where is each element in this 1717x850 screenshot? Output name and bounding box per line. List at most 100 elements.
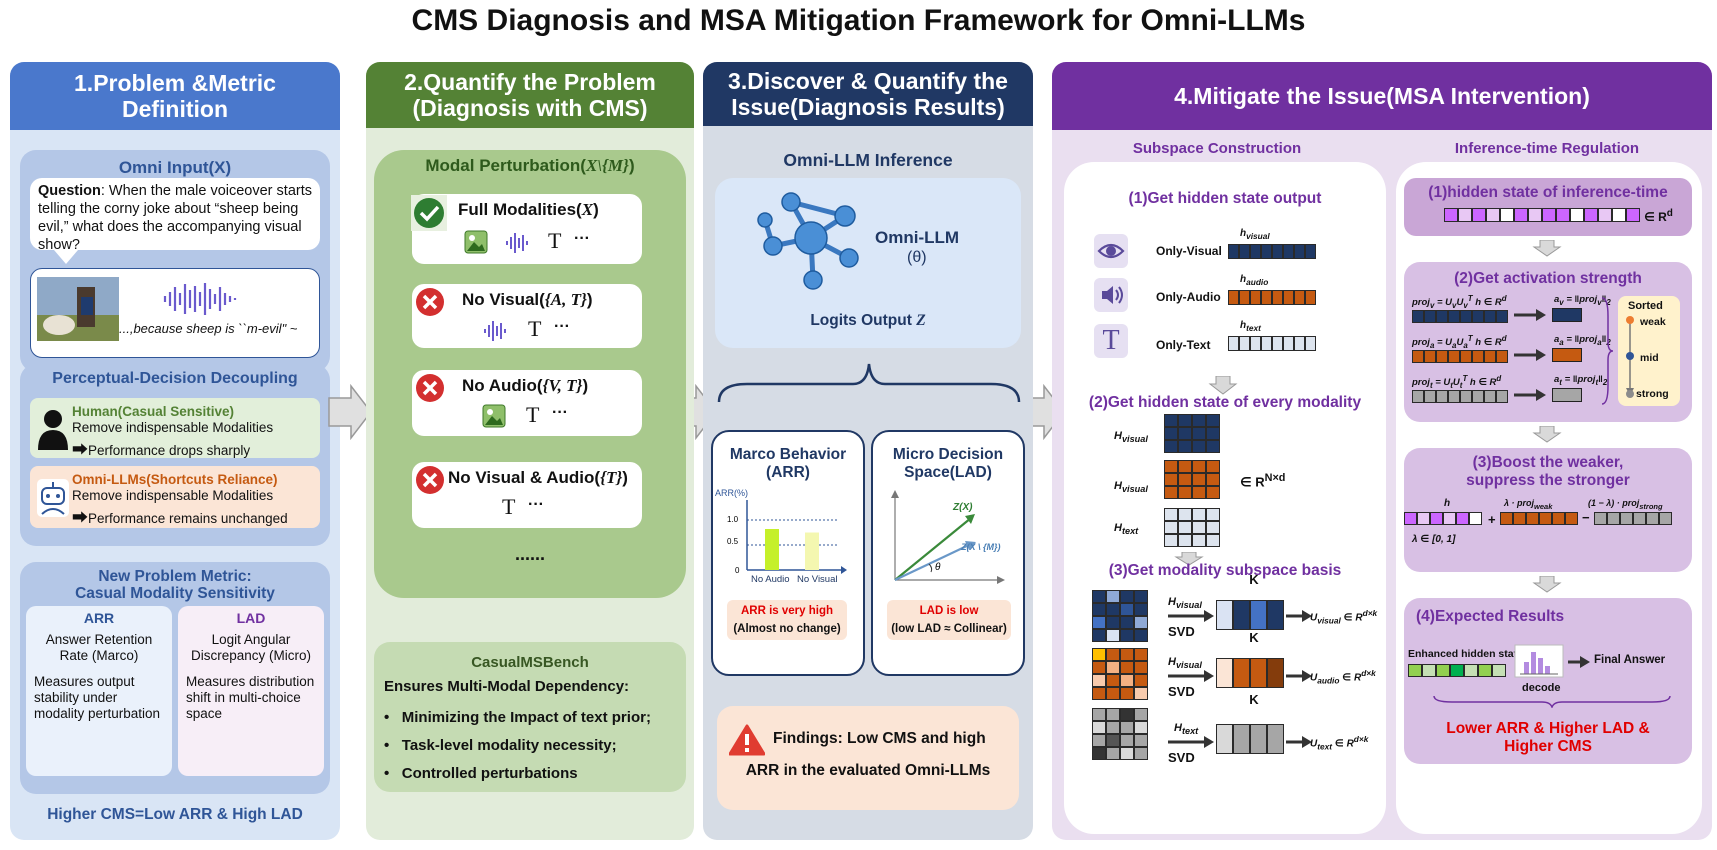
text-icon: T [502, 494, 516, 519]
rnd-text: ∈ R [1240, 474, 1265, 490]
vector-cell [1626, 208, 1640, 222]
model-theta: (θ) [907, 249, 927, 266]
matrix-row [1164, 473, 1220, 486]
vector-cell [1584, 208, 1598, 222]
bench-subtitle: Ensures Multi-Modal Dependency: [384, 678, 630, 695]
H-sub: text [1121, 526, 1139, 537]
matrix-row [1216, 724, 1284, 754]
matrix-cell [1106, 629, 1120, 642]
proj-sym: proj [1412, 297, 1430, 309]
matrix-row [1092, 747, 1148, 760]
udk-text: ∈ R [1342, 672, 1362, 684]
no-visual-audio-text: No Visual & Audio( [448, 468, 601, 487]
brace-right [1601, 297, 1614, 405]
matrix-cell [1106, 734, 1120, 747]
matrix-cell [1206, 427, 1220, 440]
image-icon [482, 404, 506, 428]
vector-cell [1570, 208, 1584, 222]
r-step1-title: (1)hidden state of inference-time [1428, 184, 1668, 201]
H-audio-matrix [1164, 460, 1220, 499]
panel-mitigate: 4.Mitigate the Issue(MSA Intervention) S… [1052, 62, 1712, 840]
vector-cell [1464, 664, 1478, 677]
vector-cell [1607, 512, 1620, 525]
only-audio-label: Only-Audio [1156, 290, 1221, 304]
h-visual-label: hvisual [1240, 228, 1270, 241]
vector-cell [1228, 336, 1239, 351]
marco-title-l1: Marco Behavior [729, 446, 847, 463]
minus-sign: − [1582, 510, 1590, 525]
matrix-row [1092, 721, 1148, 734]
vector-cell [1633, 512, 1646, 525]
logits-text: Logits Output [810, 312, 917, 329]
omni-card: Omni-LLMs(Shortcuts Reliance) Remove ind… [30, 466, 320, 528]
matrix-cell [1164, 473, 1178, 486]
matrix-cell [1192, 534, 1206, 547]
lad-note-l1: LAD is low [919, 605, 979, 617]
matrix-cell [1250, 658, 1267, 688]
matrix-cell [1178, 486, 1192, 499]
h-symbol: h [1240, 320, 1247, 331]
matrix-cell [1164, 427, 1178, 440]
pert-title-math: X\{M} [585, 156, 629, 175]
vector-cell [1492, 664, 1506, 677]
matrix-cell [1178, 534, 1192, 547]
text-t-icon: T [1094, 324, 1128, 358]
vector-cell [1430, 512, 1443, 525]
matrix-cell [1134, 674, 1148, 687]
bar-no-audio [765, 529, 779, 570]
regulation-step1: (1)hidden state of inference-time ∈ Rd [1404, 178, 1692, 236]
matrix-row [1164, 460, 1220, 473]
panel2-title-l2: (Diagnosis with CMS) [412, 95, 648, 121]
proj-sub: v [1429, 301, 1435, 311]
proj-a-formula: proja = UaUaT h ∈ Rd [1412, 334, 1507, 351]
svd-arrow [1168, 736, 1214, 748]
matrix-row [1164, 427, 1220, 440]
text-icon: T [526, 402, 540, 427]
matrix-cell [1206, 414, 1220, 427]
K-label: K [1249, 692, 1259, 707]
lad-fullname: Logit Angular Discrepancy (Micro) [190, 632, 312, 663]
vector-cell [1436, 350, 1448, 363]
matrix-cell [1134, 590, 1148, 603]
matrix-cell [1216, 658, 1233, 688]
panel4-title: 4.Mitigate the Issue(MSA Intervention) [1052, 62, 1712, 130]
vector-cell [1469, 512, 1482, 525]
vector-cell [1228, 244, 1239, 259]
vector-cell [1472, 208, 1486, 222]
matrix-cell [1106, 590, 1120, 603]
tick-05: 0.5 [727, 537, 739, 546]
matrix-cell [1192, 460, 1206, 473]
vector-cell [1472, 310, 1484, 323]
vector-cell [1424, 310, 1436, 323]
lambda-weak-label: λ · projweak [1504, 498, 1552, 511]
panel2-title-l1: 2.Quantify the Problem [404, 69, 656, 95]
vector-cell [1305, 336, 1316, 351]
matrix-cell [1092, 687, 1106, 700]
matrix-row [1092, 708, 1148, 721]
udk-text: ∈ R [1334, 738, 1354, 750]
h-audio-vector [1228, 290, 1316, 305]
vector-cell [1294, 336, 1305, 351]
matrix-cell [1106, 603, 1120, 616]
H-visual-label: Hvisual [1114, 430, 1148, 444]
enhanced-vector [1408, 664, 1506, 677]
tick-0: 0 [735, 566, 740, 575]
matrix-cell [1267, 724, 1284, 754]
vector-cell [1422, 664, 1436, 677]
H-text-label: Htext [1114, 522, 1138, 536]
matrix-cell [1134, 629, 1148, 642]
vector-cell [1620, 512, 1633, 525]
model-name: Omni-LLM [875, 228, 960, 247]
logits-output: Logits Output Z [715, 312, 1021, 330]
result-l1: Lower ARR & Higher LAD & [1446, 720, 1650, 737]
lam-strong-sub: strong [1639, 501, 1663, 511]
bench-list: • Minimizing the Impact of text prior; •… [384, 704, 651, 788]
h-text-vector [1228, 336, 1316, 351]
question-bubble: Question: When the male voiceover starts… [30, 178, 320, 253]
vector-cell [1496, 350, 1508, 363]
matrix-cell [1120, 629, 1134, 642]
arr-card: ARR Answer Retention Rate (Marco) Measur… [26, 606, 172, 776]
